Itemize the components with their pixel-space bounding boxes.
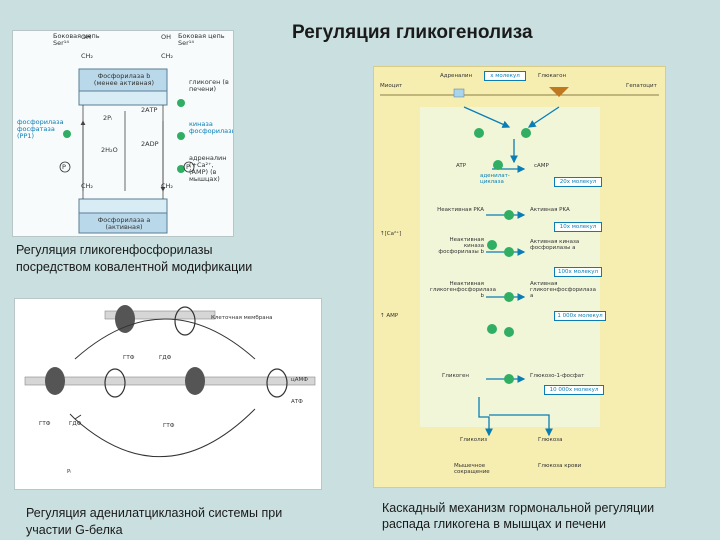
ch2-right-bottom-label: CH₂: [161, 182, 174, 190]
oh-right-label: OH: [161, 33, 172, 41]
pi-label: Pᵢ: [67, 469, 72, 475]
membrane-label: Клеточная мембрана: [211, 315, 273, 321]
gprotein-caption-line2: участии G-белка: [26, 523, 123, 537]
phosphate-right-icon: [183, 161, 195, 173]
adenylate-cyclase-right-icon: [266, 368, 288, 398]
slide-title: Регуляция гликогенолиза: [292, 22, 533, 43]
kinase-activation-icon: [177, 132, 185, 140]
kinase-label: киназа фосфорилазы: [189, 120, 234, 135]
camp-label: цАМФ: [291, 377, 308, 383]
cycle-arrow-bottom: [74, 408, 256, 457]
phosphorylase-b-label: Фосфорилаза b (менее активная): [93, 72, 155, 87]
hepatocyte-label: Гепатоцит: [626, 83, 657, 89]
g-protein-drawing: [24, 305, 316, 457]
cascade-caption-line1: Каскадный механизм гормональной регуляци…: [382, 501, 655, 515]
membrane-bottom: [24, 376, 316, 386]
covalent-modification-diagram: Боковая цепь Ser¹⁴ OH OH Боковая цепь Se…: [12, 30, 234, 237]
phosphatase-label: фосфорилаза фосфатаза (PP1): [17, 118, 64, 140]
adp-label: 2ADP: [141, 140, 159, 148]
h2o-label: 2H₂O: [101, 146, 118, 154]
hormone-label: гликоген (в печени): [189, 78, 229, 93]
adrenaline-muscle-label: адреналин (+Ca²⁺, (AMP) (в мышцах): [189, 154, 227, 183]
camp-label: cAMP: [534, 163, 549, 169]
adrenaline-receptor-icon: [453, 88, 465, 98]
cascade-diagram: Миоцит Гепатоцит Адреналин x молекул Глю…: [373, 66, 666, 488]
oh-left-chain-label: Боковая цепь Ser¹⁴: [53, 32, 100, 47]
receptor-right-icon: [185, 367, 205, 395]
oh-left-label: OH: [81, 33, 92, 41]
glycolysis-label: Гликолиз: [460, 437, 488, 443]
phosphorylase-a-top: [78, 198, 168, 214]
kinase-inactive-label: Неактивная киназа фосфорилазы b: [438, 237, 484, 255]
muscle-contraction-label: Мышечное сокращение: [454, 463, 490, 475]
gtp-right-label: ГТФ: [163, 423, 175, 429]
oh-right-chain-label: Боковая цепь Ser¹⁴: [178, 32, 225, 47]
gtp-top-label: ГТФ: [123, 355, 135, 361]
cascade-drawing: [380, 87, 659, 437]
adenylate-cyclase-left-icon: [104, 368, 126, 398]
atp-label: ATP: [456, 163, 467, 169]
atp-label: АТФ: [291, 399, 303, 405]
phosphorylase-b-bottom: [78, 90, 168, 106]
pka-active-label: Активная PKA: [530, 207, 570, 213]
glucagon-label: Глюкагон: [538, 73, 567, 79]
g1p-label: Глюкозо-1-фосфат: [530, 373, 585, 379]
kinase-count-box: 100x молекул: [554, 267, 602, 277]
phosphorylase-a-bottom: [78, 212, 168, 234]
gdp-left-label: ГДФ: [69, 421, 82, 427]
adrenaline-activation-icon: [177, 165, 185, 173]
ch2-left-bottom-label: CH₂: [81, 182, 94, 190]
adenylate-cyclase-top-icon: [174, 306, 196, 336]
phosphate-right-label: P: [186, 163, 190, 171]
glucagon-receptor-icon: [549, 87, 569, 97]
g1p-count-box: 10 000x молекул: [544, 385, 604, 395]
gprotein-caption-line1: Регуляция аденилатциклазной системы при: [26, 506, 283, 520]
calcium-label: ↑[Ca²⁺]: [380, 231, 402, 237]
covalent-caption-line2: посредством ковалентной модификации: [16, 260, 253, 274]
blood-glucose-label: Глюкоза крови: [538, 463, 582, 469]
glycogen-label: Гликоген: [442, 373, 470, 379]
phosphatase-activation-icon: [63, 130, 71, 138]
pka-inactive-label: Неактивная PKA: [437, 207, 484, 213]
glucagon-activation-icon: [177, 99, 185, 107]
muscle-label: Миоцит: [380, 83, 403, 89]
phosphorylase-active-label: Активная гликогенфосфорилаза a: [530, 281, 596, 299]
pka-count-box: 10x молекул: [554, 222, 602, 232]
phosphate-left-label: P: [62, 163, 66, 171]
camp-count-box: 20x молекул: [554, 177, 602, 187]
cycle-arrowhead: [69, 413, 82, 420]
adrenaline-label: Адреналин: [440, 73, 473, 79]
phosphorylase-a-label: Фосфорилаза a (активная): [97, 216, 151, 231]
glucose-label: Глюкоза: [538, 437, 563, 443]
pi-label: 2Pᵢ: [103, 114, 113, 122]
phosphorylase-count-box: 1 000x молекул: [554, 311, 606, 321]
gdp-top-label: ГДФ: [159, 355, 172, 361]
phosphorylase-inactive-label: Неактивная гликогенфосфорилаза b: [430, 281, 496, 299]
covalent-caption-line1: Регуляция гликогенфосфорилазы: [16, 243, 213, 257]
molecule-count-box: x молекул: [484, 71, 526, 81]
g-protein-diagram: Клеточная мембрана ГТФ ГДФ ГТФ ГДФ ГТФ ц…: [14, 298, 322, 490]
receptor-left-icon: [45, 367, 65, 395]
gtp-left-label: ГТФ: [39, 421, 51, 427]
ch2-right-top-label: CH₂: [161, 52, 174, 60]
cycle-arrow-top: [74, 318, 256, 360]
amp-label: ↑ AMP: [380, 313, 399, 319]
covalent-diagram-drawing: [59, 68, 195, 234]
kinase-active-label: Активная киназа фосфорилазы a: [530, 239, 580, 251]
cascade-caption-line2: распада гликогена в мышцах и печени: [382, 517, 606, 531]
ch2-left-top-label: CH₂: [81, 52, 94, 60]
receptor-top-icon: [115, 305, 135, 333]
adenylate-cyclase-label: аденилат-циклаза: [480, 173, 510, 185]
atp-label: 2АТР: [141, 106, 158, 114]
phosphate-left-icon: [59, 161, 71, 173]
